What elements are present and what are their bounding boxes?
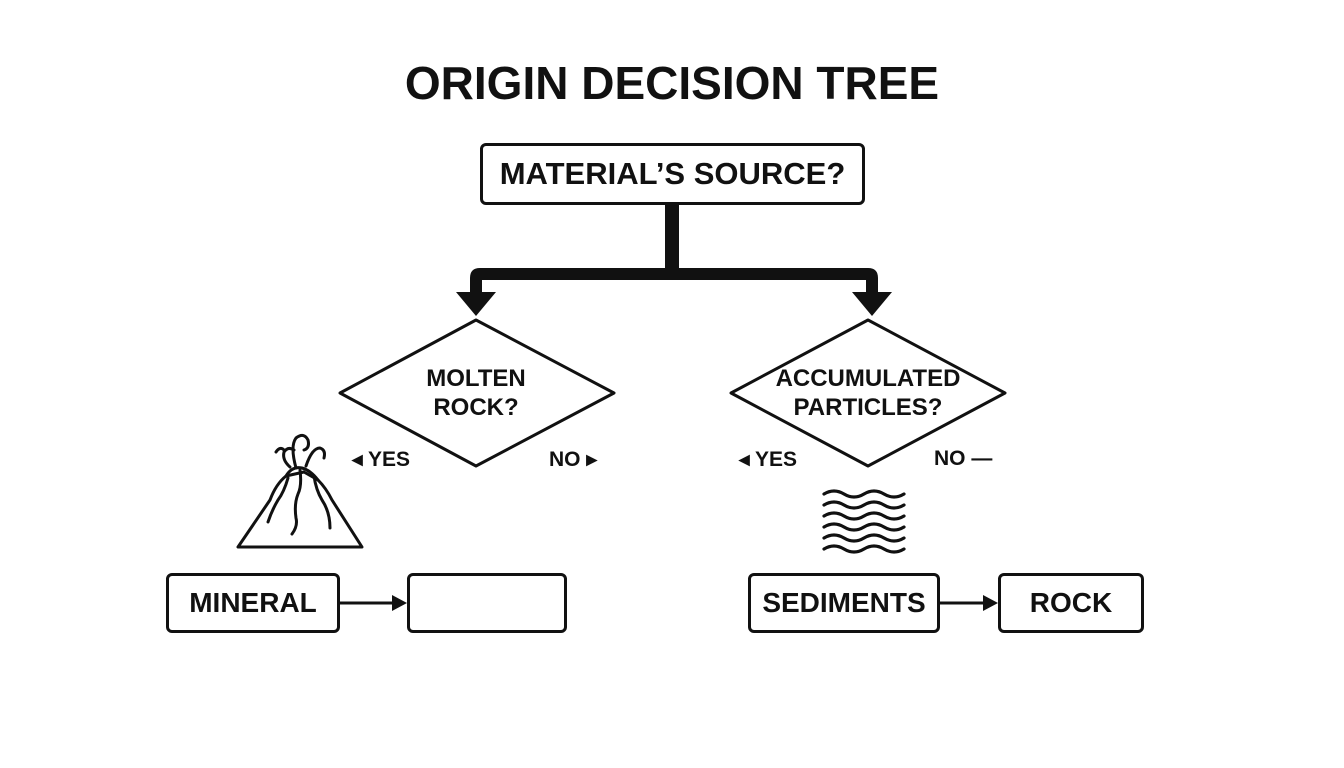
no-label-molten: NO ▸ — [549, 448, 597, 471]
decision-particles-line2: PARTICLES? — [793, 394, 943, 421]
outcome-blank-box — [407, 573, 567, 633]
outcome-sediments-label: SEDIMENTS — [762, 587, 926, 618]
decision-molten-text: MOLTEN ROCK? — [370, 364, 582, 422]
decision-molten-line1: MOLTEN — [426, 365, 526, 392]
yes-label-particles: ◂ YES — [739, 448, 798, 471]
root-question-box: MATERIAL’S SOURCE? — [480, 143, 865, 205]
decision-particles-text: ACCUMULATED PARTICLES? — [752, 364, 984, 422]
decision-particles-line1: ACCUMULATED — [775, 365, 961, 392]
split-connector — [470, 268, 878, 296]
volcano-icon — [236, 433, 364, 549]
outcome-rock-label: ROCK — [1029, 587, 1113, 618]
yes-label-molten: ◂ YES — [352, 448, 411, 471]
trunk-connector — [665, 203, 679, 277]
decision-diamond-particles — [729, 318, 1007, 468]
decision-molten-line2: ROCK? — [433, 394, 519, 421]
decision-diamond-molten — [338, 318, 616, 468]
outcome-mineral-label: MINERAL — [189, 587, 317, 618]
arrow-sediments-to-rock — [940, 595, 998, 611]
arrowhead-left — [456, 292, 496, 316]
no-label-particles: NO — — [934, 447, 993, 470]
outcome-rock-box: ROCK — [998, 573, 1144, 633]
waves-icon — [822, 489, 906, 554]
root-question-label: MATERIAL’S SOURCE? — [499, 156, 846, 191]
outcome-sediments-box: SEDIMENTS — [748, 573, 940, 633]
outcome-mineral-box: MINERAL — [166, 573, 340, 633]
arrow-mineral-to-blank — [340, 595, 407, 611]
diagram-title: ORIGIN DECISION TREE — [404, 57, 940, 109]
arrowhead-right — [852, 292, 892, 316]
